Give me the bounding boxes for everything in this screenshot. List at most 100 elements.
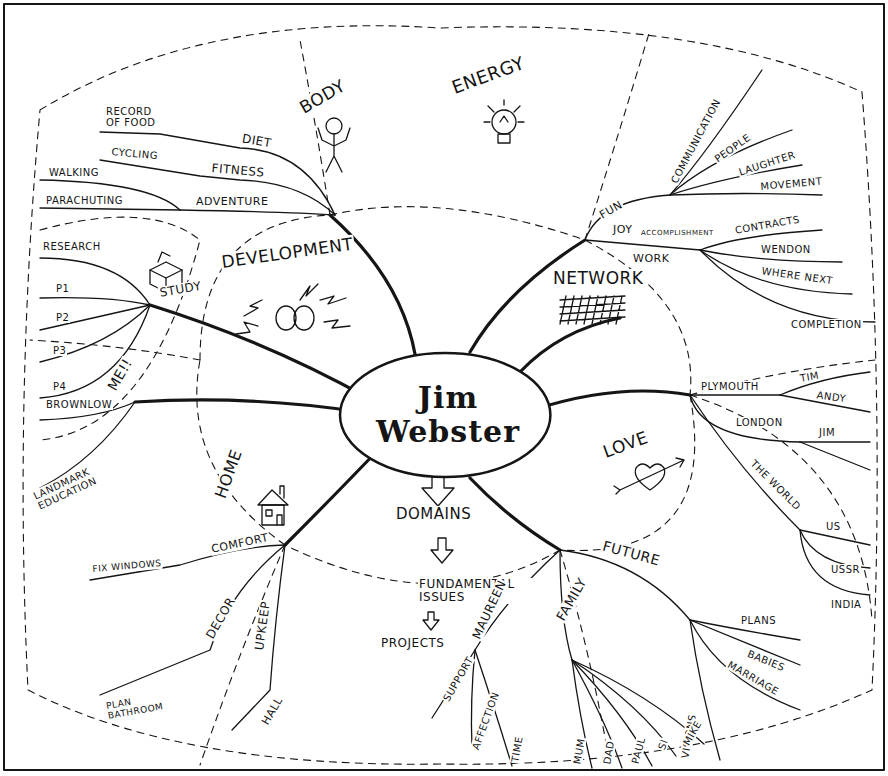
- sub-branches-part: [800, 441, 870, 442]
- domain-arrows: [422, 470, 454, 630]
- dashed-regions: [23, 26, 877, 765]
- house-icon: [258, 486, 288, 525]
- branch-label: COMMUNICATION: [668, 96, 723, 186]
- branch-label: P4: [52, 381, 67, 392]
- main-branches: [135, 215, 690, 550]
- branch-label: ADVENTURE: [195, 196, 269, 208]
- branch-label: P1: [55, 283, 70, 294]
- light-bulb-part: [484, 100, 524, 122]
- light-bulb-part: [498, 134, 510, 143]
- light-bulb: [484, 100, 524, 143]
- branch-label: AFFECTION: [470, 689, 502, 752]
- heart-arrow: [614, 458, 684, 494]
- sub-branches-part: [572, 660, 592, 768]
- page-frame: [4, 4, 884, 770]
- dashed-regions-part: [197, 360, 285, 545]
- branch-label: MOVEMENT: [759, 175, 824, 192]
- dashed-regions-part: [30, 340, 200, 360]
- branch-label: FIX WINDOWS: [91, 559, 163, 575]
- ellipse-outline: [340, 353, 550, 477]
- branch-label: WALKING: [48, 167, 100, 178]
- branch-label: PLAN BATHROOM: [105, 690, 181, 722]
- main-branches-part: [520, 318, 620, 372]
- sub-branches-part: [572, 660, 676, 756]
- house-icon-part: [266, 510, 272, 516]
- sub-branches-part: [690, 394, 780, 395]
- dashed-regions-part: [40, 217, 200, 440]
- sub-branches-part: [40, 258, 150, 305]
- heart-arrow-part: [614, 458, 684, 494]
- domain-arrows-part: [423, 612, 439, 630]
- sub-branches-part: [572, 660, 622, 768]
- sub-branches: [40, 70, 875, 768]
- sub-branches-part: [700, 250, 852, 294]
- branch-label: WENDON: [760, 244, 812, 255]
- body-figure-part: [318, 128, 350, 172]
- sub-branches-part: [690, 395, 800, 530]
- branch-label: DAD: [601, 739, 616, 766]
- network-grid: [560, 296, 625, 324]
- branch-label: INDIA: [830, 599, 862, 610]
- branch-label: DECOR: [204, 594, 239, 642]
- sub-branches-part: [40, 208, 180, 210]
- central-name: Jim Webster: [373, 381, 523, 450]
- sub-branches-part: [40, 298, 150, 305]
- network-grid-part: [560, 296, 625, 324]
- dashed-regions-part: [200, 545, 285, 765]
- main-branches-part: [135, 400, 360, 412]
- sub-branches-part: [432, 650, 475, 718]
- brain-lightning-part: [294, 306, 314, 330]
- branch-label: FUN: [597, 198, 626, 222]
- branch-label: PAUL: [629, 735, 647, 766]
- dashed-regions-part: [585, 30, 650, 240]
- branch-label: BROWNLOW: [45, 399, 113, 410]
- branch-label: FUNDAMENTAL ISSUES: [418, 578, 532, 604]
- brain-lightning-part: [276, 306, 296, 330]
- branch-label: ENERGY: [448, 53, 528, 98]
- branch-label: USSR: [830, 564, 861, 575]
- branch-label: PLANS: [740, 615, 777, 626]
- dashed-regions-part: [330, 207, 585, 240]
- branch-label: HALL: [260, 694, 287, 728]
- branch-label: ME!!: [105, 355, 136, 394]
- branch-label: DOMAINS: [395, 506, 472, 523]
- main-branches-part: [470, 478, 560, 550]
- branch-label: STUDY: [158, 279, 204, 300]
- sub-branches-part: [90, 545, 285, 580]
- sub-branches-part: [800, 530, 870, 545]
- branch-label: P3: [52, 345, 67, 356]
- dashed-regions-part: [200, 215, 330, 360]
- house-icon-part: [277, 486, 284, 525]
- branch-label: BODY: [296, 76, 350, 118]
- branch-label: ACCOMPLISHMENT: [640, 230, 715, 238]
- body-figure: [318, 118, 350, 172]
- main-branches-part: [285, 448, 380, 545]
- sub-branches-part: [670, 194, 822, 196]
- sub-branches-part: [800, 530, 870, 568]
- sub-branches-part: [180, 210, 335, 215]
- sub-branches-part: [40, 305, 150, 330]
- branch-label: P2: [55, 312, 70, 323]
- central-ellipse: Jim Webster: [338, 351, 552, 479]
- heart-arrow-part: [635, 464, 664, 490]
- node-text-holder: Jim Webster: [373, 381, 523, 450]
- page-frame-part: [4, 4, 884, 770]
- domain-arrows-part: [431, 538, 453, 563]
- study-book-part: [150, 262, 182, 278]
- sub-branches-part: [100, 160, 335, 215]
- branch-label: MUM: [571, 736, 587, 766]
- dashed-regions-part: [23, 26, 877, 764]
- sub-branches-part: [670, 70, 762, 195]
- branch-label: COMFORT: [209, 532, 270, 556]
- branch-label: RESEARCH: [42, 241, 102, 252]
- dashed-regions-part: [560, 395, 695, 551]
- branch-label: LONDON: [735, 417, 784, 428]
- branch-label: LOVE: [600, 428, 652, 462]
- dashed-regions-part: [690, 360, 875, 395]
- brain-lightning-part: [236, 284, 350, 334]
- main-branches-part: [150, 305, 368, 398]
- sub-branches-part: [585, 240, 700, 250]
- branch-label: SUPPORT: [440, 654, 475, 704]
- brain-lightning: [236, 284, 350, 334]
- branch-label: CYCLING: [110, 146, 159, 161]
